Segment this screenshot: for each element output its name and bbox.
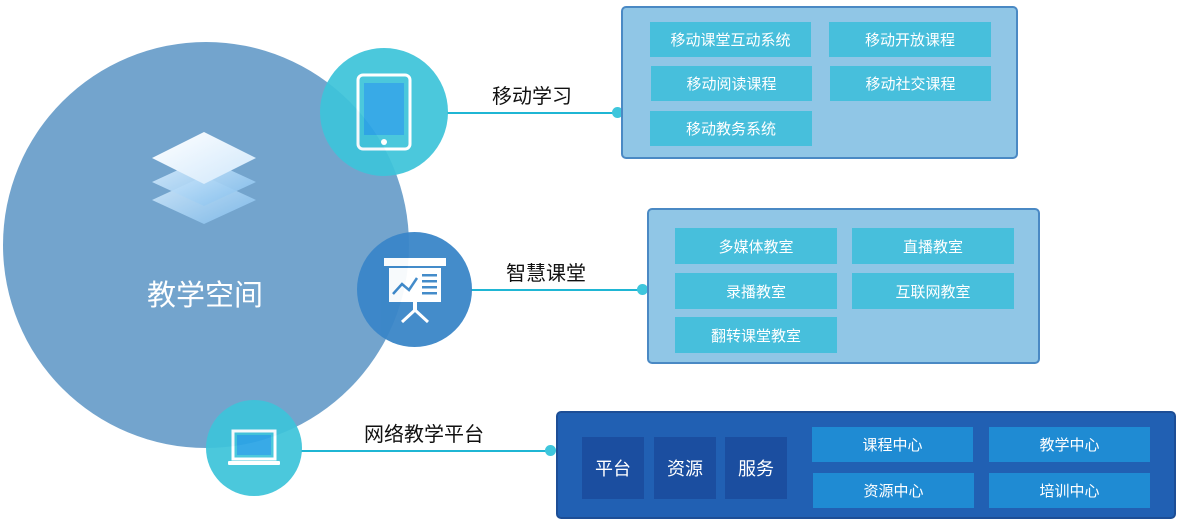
pillar-resources[interactable]: 资源 [654,437,716,499]
chip-flipped-classroom[interactable]: 翻转课堂教室 [675,317,837,353]
layers-icon [152,132,256,224]
chip-live-classroom[interactable]: 直播教室 [852,228,1014,264]
presentation-board-icon [383,257,446,323]
chip-mobile-reading-course[interactable]: 移动阅读课程 [651,66,812,101]
online-platform-panel: 平台 资源 服务 课程中心 教学中心 资源中心 培训中心 [556,411,1176,519]
chip-mobile-classroom-interaction[interactable]: 移动课堂互动系统 [650,22,811,57]
center-title: 教学空间 [146,278,263,312]
chip-internet-classroom[interactable]: 互联网教室 [852,273,1014,309]
smart-classroom-panel: 多媒体教室 直播教室 录播教室 互联网教室 翻转课堂教室 [647,208,1040,364]
branch-label-platform: 网络教学平台 [364,422,484,446]
chip-training-center[interactable]: 培训中心 [989,473,1150,508]
tablet-icon [356,73,412,151]
branch-label-mobile: 移动学习 [492,84,572,108]
connector-line-mobile [447,112,617,114]
chip-mobile-open-course[interactable]: 移动开放课程 [829,22,991,57]
chip-teaching-center[interactable]: 教学中心 [989,427,1150,462]
monitor-icon [228,429,280,465]
smart-classroom-node [357,232,472,347]
connector-line-smart [471,289,641,291]
chip-mobile-social-course[interactable]: 移动社交课程 [830,66,991,101]
chip-mobile-academic-system[interactable]: 移动教务系统 [650,111,812,146]
chip-recording-classroom[interactable]: 录播教室 [675,273,837,309]
connector-line-platform [301,450,549,452]
connector-dot-platform [545,445,556,456]
pillar-platform[interactable]: 平台 [582,437,644,499]
chip-resource-center[interactable]: 资源中心 [813,473,974,508]
chip-course-center[interactable]: 课程中心 [812,427,973,462]
mobile-learning-node [320,48,448,176]
connector-dot-smart [637,284,648,295]
online-platform-node [206,400,302,496]
connector-dot-mobile [612,107,623,118]
mobile-learning-panel: 移动课堂互动系统 移动开放课程 移动阅读课程 移动社交课程 移动教务系统 [621,6,1018,159]
pillar-services[interactable]: 服务 [725,437,787,499]
branch-label-smart: 智慧课堂 [506,261,586,285]
chip-multimedia-classroom[interactable]: 多媒体教室 [675,228,837,264]
